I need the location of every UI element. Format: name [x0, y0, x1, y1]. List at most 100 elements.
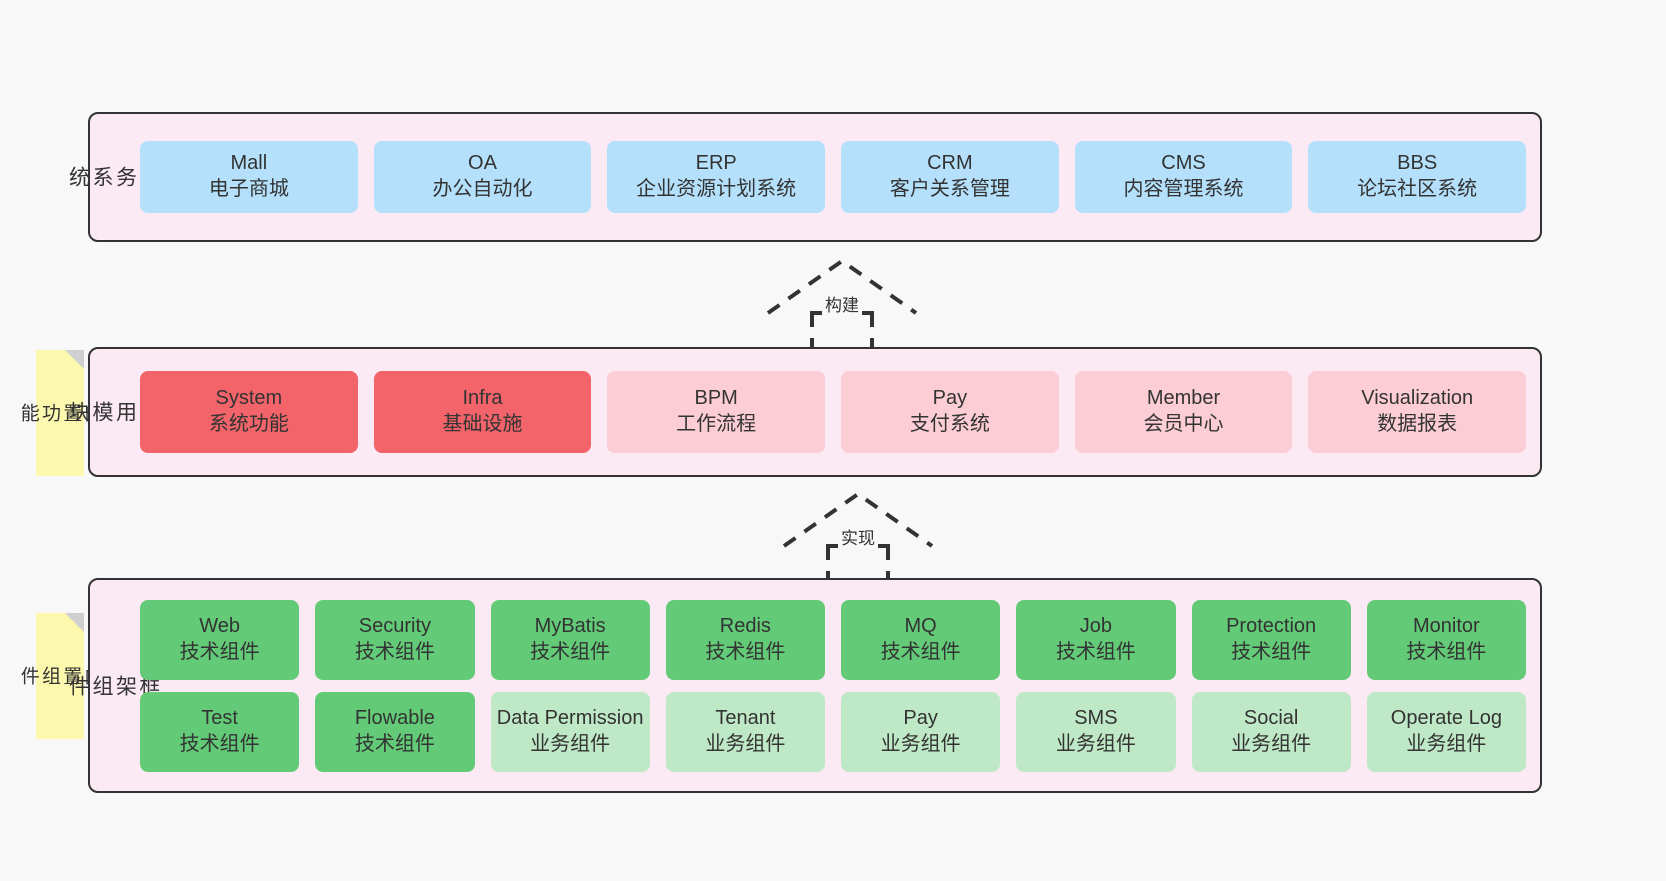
node-subtitle: 技术组件: [880, 640, 961, 663]
node-tenant[interactable]: Tenant 业务组件: [665, 691, 825, 772]
node-protection[interactable]: Protection 技术组件: [1191, 599, 1351, 680]
node-system[interactable]: System 系统功能: [140, 371, 358, 453]
node-title: ERP: [695, 152, 737, 175]
node-subtitle: 业务组件: [1231, 732, 1312, 755]
layer-body-framework: Web 技术组件 Security 技术组件 MyBatis 技术组件 Redi…: [136, 580, 1540, 791]
node-subtitle: 技术组件: [705, 640, 786, 663]
node-title: Data Permission: [496, 706, 644, 729]
node-subtitle: 论坛社区系统: [1357, 178, 1478, 200]
layer-title-modules: 通 用 模 块: [66, 401, 160, 423]
node-title: Operate Log: [1390, 706, 1502, 729]
node-title: Protection: [1226, 614, 1317, 637]
node-title: System: [215, 387, 283, 410]
layer-title-framework: 框 架 组 件: [66, 674, 161, 697]
node-mq[interactable]: MQ 技术组件: [841, 599, 1001, 680]
sticky-note-builtin-features: 内 置 功 能: [18, 350, 103, 476]
node-subtitle: 内容管理系统: [1123, 178, 1244, 200]
node-subtitle: 企业资源计划系统: [636, 178, 797, 200]
node-sms[interactable]: SMS 业务组件: [1016, 691, 1176, 772]
node-title: BPM: [694, 387, 738, 410]
node-subtitle: 技术组件: [1231, 640, 1312, 663]
node-title: Infra: [462, 387, 503, 410]
node-subtitle: 会员中心: [1143, 413, 1224, 435]
node-redis[interactable]: Redis 技术组件: [665, 599, 825, 680]
node-bbs[interactable]: BBS 论坛社区系统: [1308, 141, 1527, 213]
sticky-note-builtin-components: 内 置 组 件: [18, 613, 103, 739]
node-test[interactable]: Test 技术组件: [140, 691, 300, 772]
layer-body-modules: System 系统功能 Infra 基础设施 BPM 工作流程 Pay 支付系统…: [136, 349, 1540, 475]
connector-realize: 实现: [778, 488, 938, 588]
node-subtitle: 技术组件: [179, 640, 260, 663]
node-security[interactable]: Security 技术组件: [315, 599, 475, 680]
layer-framework-components: 框 架 组 件 Web 技术组件 Security 技术组件 MyBatis 技…: [66, 578, 1542, 793]
layer-row: Mall 电子商城 OA 办公自动化 ERP 企业资源计划系统 CRM 客户关系…: [140, 141, 1527, 213]
layer-title-business: 业 务 系 统: [66, 166, 160, 188]
node-title: Security: [358, 614, 431, 637]
node-infra[interactable]: Infra 基础设施: [373, 371, 592, 453]
node-subtitle: 工作流程: [676, 413, 757, 435]
node-title: SMS: [1074, 706, 1118, 729]
node-subtitle: 业务组件: [705, 732, 786, 755]
node-member[interactable]: Member 会员中心: [1074, 371, 1293, 453]
node-title: OA: [468, 152, 497, 175]
node-bpm[interactable]: BPM 工作流程: [607, 371, 826, 453]
node-title: Member: [1146, 387, 1221, 410]
node-monitor[interactable]: Monitor 技术组件: [1366, 599, 1526, 680]
node-social[interactable]: Social 业务组件: [1191, 691, 1351, 772]
folded-corner-icon: [65, 350, 84, 369]
connector-build: 构建: [762, 255, 922, 355]
layer-row: Web 技术组件 Security 技术组件 MyBatis 技术组件 Redi…: [140, 599, 1526, 680]
node-title: Web: [199, 614, 240, 637]
node-title: Test: [201, 706, 238, 729]
node-visualization[interactable]: Visualization 数据报表: [1308, 371, 1527, 453]
node-erp[interactable]: ERP 企业资源计划系统: [607, 141, 826, 213]
node-title: Mall: [230, 152, 268, 175]
node-title: Redis: [719, 614, 771, 637]
node-job[interactable]: Job 技术组件: [1016, 599, 1176, 680]
node-title: Monitor: [1413, 614, 1480, 637]
node-subtitle: 业务组件: [1406, 732, 1487, 755]
node-title: Flowable: [354, 706, 435, 729]
node-subtitle: 客户关系管理: [889, 178, 1010, 200]
node-title: Job: [1079, 614, 1112, 637]
node-subtitle: 业务组件: [530, 732, 611, 755]
node-subtitle: 系统功能: [208, 413, 289, 435]
node-subtitle: 电子商城: [208, 178, 289, 200]
node-title: CMS: [1161, 152, 1206, 175]
node-title: Pay: [903, 706, 938, 729]
node-subtitle: 办公自动化: [432, 178, 533, 200]
node-mybatis[interactable]: MyBatis 技术组件: [490, 599, 650, 680]
node-subtitle: 数据报表: [1377, 413, 1458, 435]
node-pay-component[interactable]: Pay 业务组件: [841, 691, 1001, 772]
node-subtitle: 基础设施: [442, 413, 523, 435]
node-title: MyBatis: [534, 614, 606, 637]
folded-corner-icon: [65, 613, 84, 632]
node-pay[interactable]: Pay 支付系统: [841, 371, 1059, 453]
node-subtitle: 业务组件: [1055, 732, 1136, 755]
node-web[interactable]: Web 技术组件: [140, 599, 300, 680]
connector-label-realize: 实现: [838, 524, 878, 549]
node-crm[interactable]: CRM 客户关系管理: [841, 141, 1059, 213]
layer-business-systems: 业 务 系 统 Mall 电子商城 OA 办公自动化 ERP 企业资源计划系统 …: [66, 112, 1542, 242]
node-title: Tenant: [715, 706, 776, 729]
connector-label-build: 构建: [822, 291, 862, 316]
node-subtitle: 技术组件: [1055, 640, 1136, 663]
layer-row: Test 技术组件 Flowable 技术组件 Data Permission …: [140, 691, 1526, 772]
node-title: BBS: [1397, 152, 1438, 175]
node-data-permission[interactable]: Data Permission 业务组件: [490, 691, 650, 772]
node-subtitle: 技术组件: [1406, 640, 1487, 663]
node-subtitle: 业务组件: [880, 732, 961, 755]
node-subtitle: 技术组件: [354, 732, 435, 755]
node-cms[interactable]: CMS 内容管理系统: [1074, 141, 1293, 213]
node-oa[interactable]: OA 办公自动化: [373, 141, 592, 213]
node-flowable[interactable]: Flowable 技术组件: [315, 691, 475, 772]
node-title: CRM: [927, 152, 973, 175]
node-operate-log[interactable]: Operate Log 业务组件: [1366, 691, 1526, 772]
node-title: Pay: [932, 387, 968, 410]
node-mall[interactable]: Mall 电子商城: [140, 141, 358, 213]
layer-common-modules: 通 用 模 块 System 系统功能 Infra 基础设施 BPM 工作流程 …: [66, 347, 1542, 477]
node-subtitle: 技术组件: [179, 732, 260, 755]
node-title: Social: [1243, 706, 1299, 729]
node-title: MQ: [904, 614, 937, 637]
